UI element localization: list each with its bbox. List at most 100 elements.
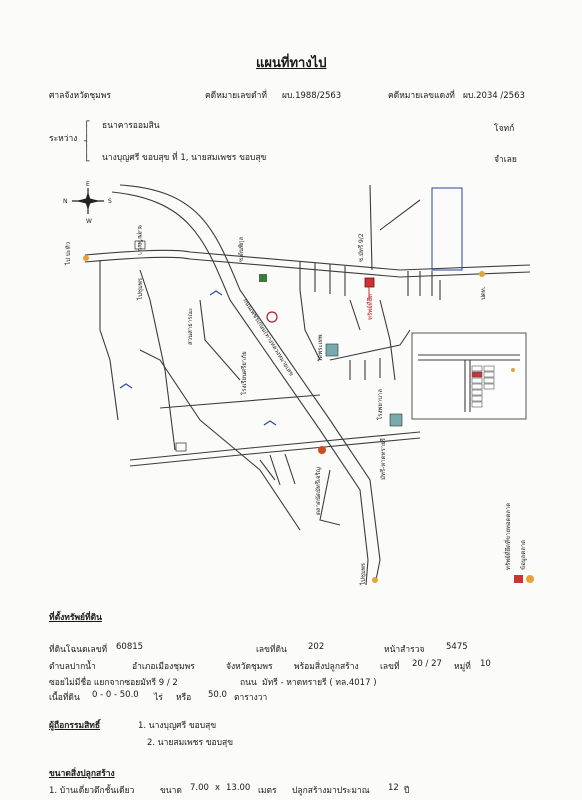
property-section-title: ที่ตั้งทรัพย์ที่ดิน xyxy=(49,613,102,623)
owner-1: 1. นางบุญศรี ขอบสุข xyxy=(138,721,217,731)
times-sign: x xyxy=(215,783,221,793)
road-name: มัทรี - หาดทรายรี ( ทล.4017 ) xyxy=(262,678,377,688)
moo-label: หมู่ที่ xyxy=(454,662,471,672)
between-label: ระหว่าง xyxy=(49,134,78,144)
highway-road xyxy=(119,184,381,581)
map-label-side-road: ไปชุมพร xyxy=(136,277,144,301)
map-label-soi-2: ซ.ต้นพิกุล xyxy=(238,236,245,262)
soi-road-2 xyxy=(329,329,411,361)
map-label-soi-1: ซ.สุขวัฒนา xyxy=(136,225,143,255)
sqwa-unit: ตารางวา xyxy=(234,693,268,703)
black-case-label: คดีหมายเลขดำที่ xyxy=(205,91,267,101)
blue-sign-box xyxy=(431,187,463,271)
land-no-label: เลขที่ดิน xyxy=(256,645,287,655)
soi-road-5 xyxy=(349,299,361,331)
compass-icon: E W N S xyxy=(63,181,112,225)
survey-number: 5475 xyxy=(446,642,468,652)
lower-road xyxy=(129,431,421,461)
north-east-road xyxy=(379,199,421,231)
map-label-highway: ถนนเพชรเกษม(ทางหลวงหมายเลข xyxy=(241,297,295,377)
area-value: 0 - 0 - 50.0 xyxy=(92,690,139,700)
house-no-label: เลขที่ xyxy=(380,662,400,672)
soi-road-1 xyxy=(159,394,321,409)
soi-line: ซอยไม่มีชื่อ แยกจากซอยมัทรี 9 / 2 xyxy=(49,678,178,688)
owners-section-title: ผู้ถือกรรมสิทธิ์ xyxy=(49,721,101,731)
black-case-number: ผบ.1988/2563 xyxy=(282,91,342,101)
with-building: พร้อมสิ่งปลูกสร้าง xyxy=(294,662,359,672)
map-label-hospital: โรงพยาบาล xyxy=(376,389,384,420)
size-unit: เมตร xyxy=(258,786,277,796)
plaintiff-role: โจทก์ xyxy=(494,124,515,134)
gas-station-icon xyxy=(479,271,485,277)
school-icon xyxy=(134,240,146,250)
map-legend: ทรัพย์ที่ยึดที่ขายทอดตลาด ข้อมูลตลาด xyxy=(504,503,534,583)
soi-road-4 xyxy=(379,299,396,381)
soi-road-7 xyxy=(319,469,341,526)
soi-road-9 xyxy=(199,299,241,381)
building-item: 1. บ้านเดี่ยวตึกชั้นเดียว xyxy=(49,786,135,796)
map-label-bottom-road: ไปชุมพร xyxy=(359,562,367,586)
size-label: ขนาด xyxy=(160,786,182,796)
map-label-market: ตลาดนัดมัทรีเจริญ xyxy=(314,467,322,515)
highway-road-edge xyxy=(111,191,369,586)
compass-e-label: E xyxy=(86,181,90,188)
red-case-number: ผบ.2034 /2563 xyxy=(463,91,525,101)
width-value: 7.00 xyxy=(190,783,209,793)
or-word: หรือ xyxy=(176,693,192,703)
plaintiff-name: ธนาคารออมสิน xyxy=(102,121,160,131)
building-icon xyxy=(175,442,187,452)
legend-title: ทรัพย์ที่ยึดที่ขายทอดตลาด xyxy=(504,503,512,570)
page-title: แผนที่ทางไป xyxy=(256,56,327,71)
top-road xyxy=(84,249,531,271)
defendant-names: นางบุญศรี ขอบสุข ที่ 1, นายสมเพชร ขอบสุข xyxy=(102,153,267,163)
landmark-icons xyxy=(83,240,485,583)
compass-s-label: S xyxy=(108,198,112,205)
soi-road-3 xyxy=(299,289,321,361)
map-label-property: ทรัพย์ที่ยึด xyxy=(366,294,374,320)
deed-number: 60815 xyxy=(116,642,144,652)
subdistrict: ตำบลปากน้ำ xyxy=(49,662,96,672)
court-name: ศาลจังหวัดชุมพร xyxy=(49,91,111,101)
map-label-hat-sai-ri: มัทรี-หาดทรายรี xyxy=(379,437,387,480)
province: จังหวัดชุมพร xyxy=(226,662,273,672)
hospital-icon xyxy=(325,343,339,357)
moo-number: 10 xyxy=(480,659,491,669)
brace: ┌│┤│└ xyxy=(84,117,90,167)
survey-label: หน้าสำรวจ xyxy=(384,645,425,655)
year-unit: ปี xyxy=(404,786,410,796)
market-icon xyxy=(318,446,326,454)
map-label-top-road: ไป ปะทิว xyxy=(64,242,72,266)
mid-left-road xyxy=(139,269,176,451)
district: อำเภอเมืองชุมพร xyxy=(132,662,195,672)
inset-map xyxy=(411,332,527,420)
house-icon-2 xyxy=(119,383,133,389)
land-number: 202 xyxy=(308,642,325,652)
owner-2: 2. นายสมเพชร ขอบสุข xyxy=(147,738,234,748)
hospital-icon-2 xyxy=(389,413,403,427)
age-label: ปลูกสร้างมาประมาณ xyxy=(292,786,370,796)
park-icon xyxy=(259,274,267,282)
temple-icon xyxy=(266,311,278,323)
map-label-temple: วัดพระเทพ xyxy=(317,334,324,362)
gas-station-icon-2 xyxy=(372,577,378,583)
inset-plots xyxy=(471,365,495,408)
road-label: ถนน xyxy=(240,678,257,688)
map-label-park: สวนสาธารณะ xyxy=(187,308,194,345)
left-road xyxy=(99,260,119,421)
map-label-soi-3: ซ.มัทรี 9/2 xyxy=(357,233,365,262)
lower-road-edge xyxy=(129,437,421,467)
side-streets xyxy=(269,262,433,486)
map-label-gas: ปตท. xyxy=(480,286,487,300)
gas-station-icon-3 xyxy=(83,255,89,261)
legend-orange-swatch xyxy=(526,575,534,583)
compass-w-label: W xyxy=(86,218,92,225)
sqwa-value: 50.0 xyxy=(208,690,227,700)
north-road xyxy=(369,184,373,271)
legend-sub: ข้อมูลตลาด xyxy=(520,540,527,570)
age-value: 12 xyxy=(388,783,399,793)
legend-red-swatch xyxy=(514,575,523,583)
property-marker-icon xyxy=(364,277,375,288)
defendant-role: จำเลย xyxy=(494,155,517,165)
building-section-title: ขนาดสิ่งปลูกสร้าง xyxy=(49,769,115,779)
